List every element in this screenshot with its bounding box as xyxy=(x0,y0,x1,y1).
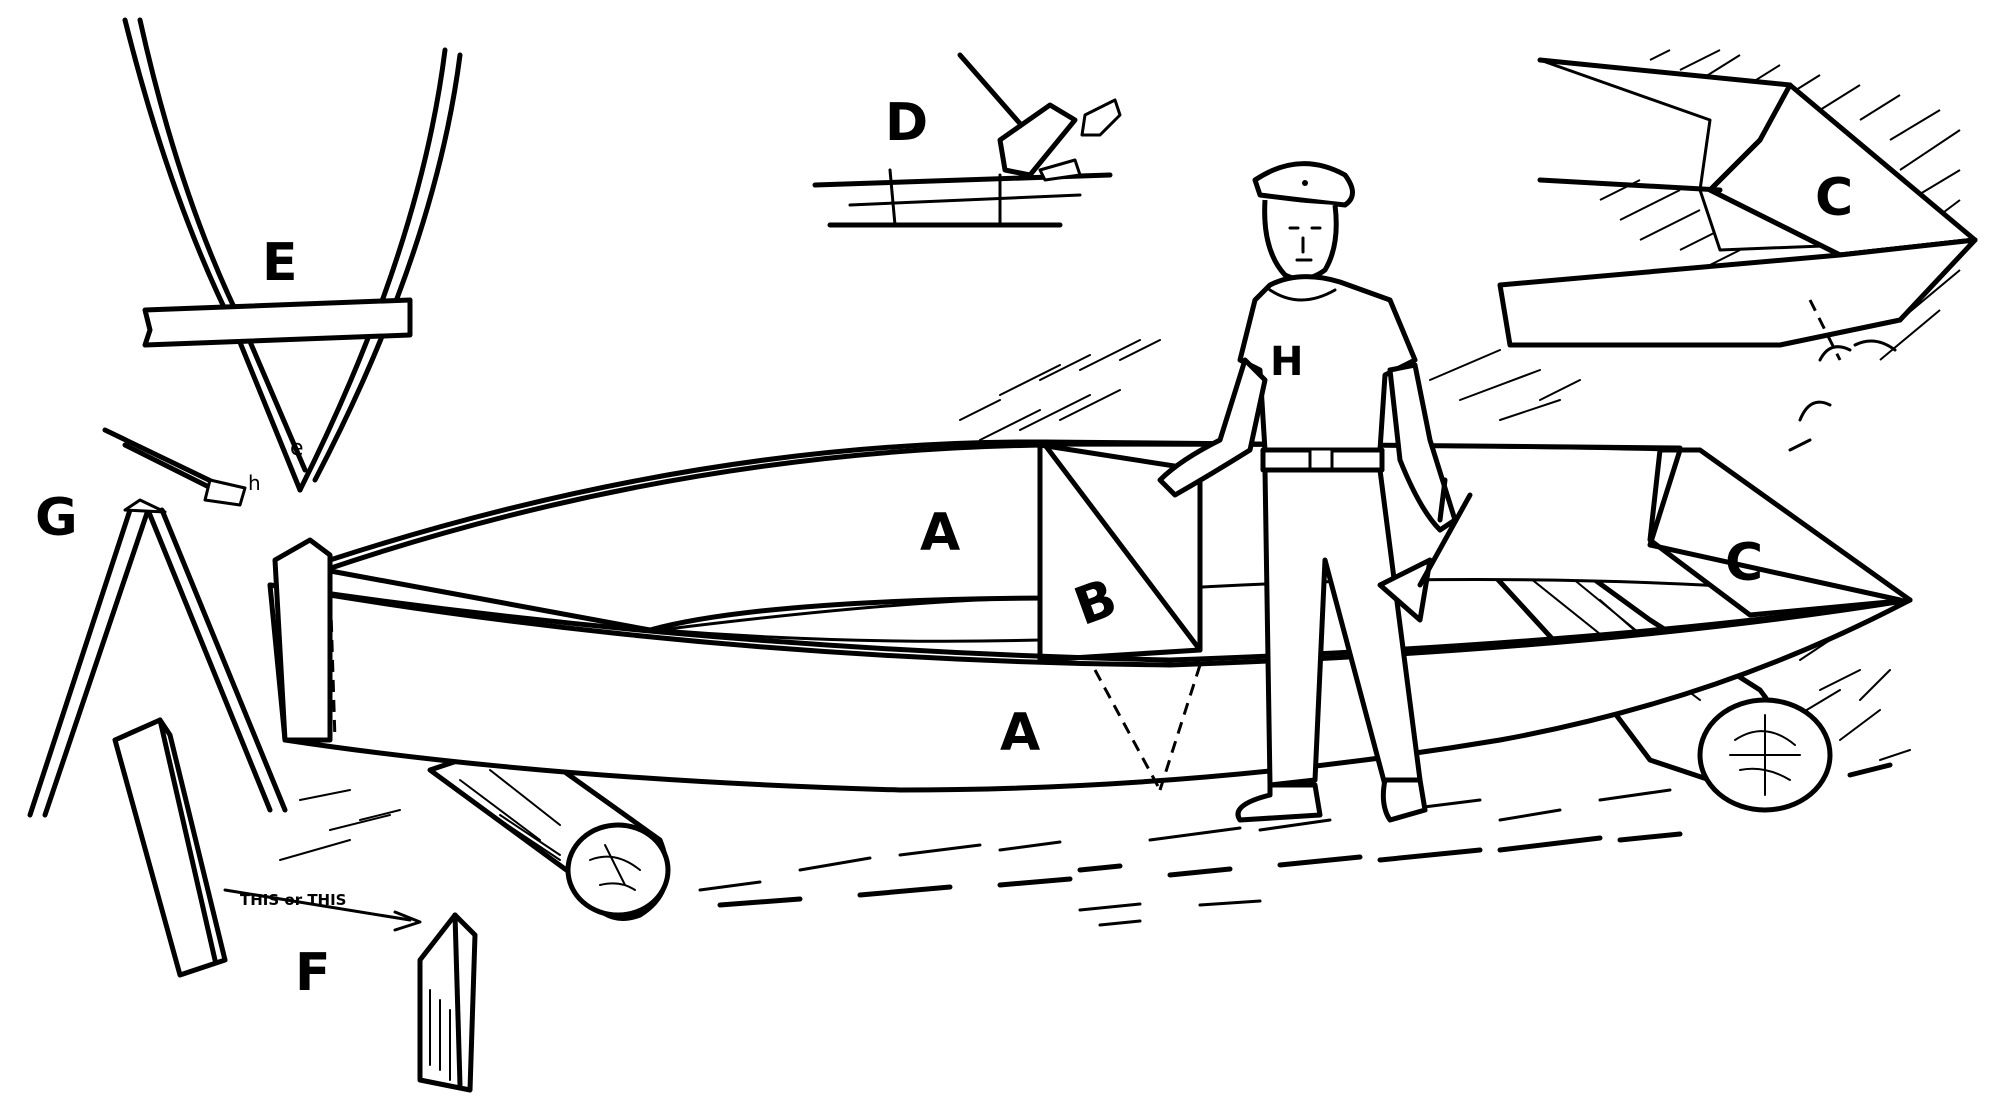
detail-d xyxy=(812,52,1122,228)
label-g: G xyxy=(35,488,78,548)
log-front xyxy=(427,737,671,921)
label-h-small: h xyxy=(248,471,261,495)
boy-figure xyxy=(1157,161,1473,823)
label-c-boat: C xyxy=(1725,533,1763,593)
shirt-letter: H xyxy=(1270,339,1303,385)
ground-hatching xyxy=(279,339,1911,927)
label-d: D xyxy=(885,93,928,153)
boat xyxy=(267,439,1913,793)
label-a-lower: A xyxy=(1000,703,1040,763)
label-e: E xyxy=(262,233,298,293)
detail-c xyxy=(1497,49,1978,452)
detail-f xyxy=(112,717,478,1093)
label-f: F xyxy=(295,943,331,1003)
detail-g xyxy=(27,427,288,818)
label-e-small: e xyxy=(290,436,304,461)
detail-e xyxy=(122,17,463,493)
this-or-this-label: THIS or THIS xyxy=(240,891,347,909)
label-a-upper: A xyxy=(920,503,960,563)
label-c-detail: C xyxy=(1815,168,1853,228)
